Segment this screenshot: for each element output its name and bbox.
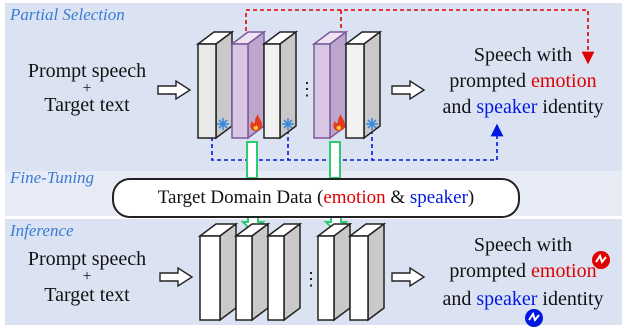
output-speaker-inference: speaker bbox=[476, 288, 538, 310]
finetune-arrow-up-2 bbox=[329, 141, 341, 179]
input-arrow-partial bbox=[157, 79, 192, 101]
fire-icon bbox=[333, 114, 345, 131]
inference-layer-2 bbox=[233, 222, 271, 322]
snowflake-icon bbox=[217, 118, 229, 130]
input-prompt-speech-inference: Prompt speech bbox=[27, 248, 147, 270]
output-arrow-inference bbox=[391, 266, 426, 288]
output-line2-partial: prompted emotion bbox=[428, 70, 618, 92]
speaker-path-arrow bbox=[211, 123, 504, 161]
layer-trainable-1 bbox=[229, 30, 267, 140]
inference-panel bbox=[5, 219, 622, 325]
section-title-partial-selection: Partial Selection bbox=[10, 5, 125, 24]
output-prompted: prompted bbox=[449, 70, 527, 92]
input-target-text-inference: Target text bbox=[44, 284, 130, 306]
output-line1-partial: Speech with bbox=[473, 44, 573, 66]
layer-frozen-3 bbox=[343, 30, 383, 140]
layer-ellipsis-inference: ⋮ bbox=[302, 269, 320, 289]
input-arrow-inference bbox=[159, 266, 194, 288]
input-plus-inference: + bbox=[82, 268, 92, 285]
layer-ellipsis-partial: ⋮ bbox=[298, 79, 316, 99]
domain-amp: & bbox=[390, 187, 406, 208]
emotion-path-arrow bbox=[245, 9, 595, 65]
domain-tail: ) bbox=[467, 187, 475, 208]
target-domain-data-box: Target Domain Data (emotion & speaker) bbox=[112, 178, 520, 218]
section-title-inference: Inference bbox=[10, 221, 74, 240]
output-speaker: speaker bbox=[476, 96, 538, 118]
snowflake-icon bbox=[366, 118, 378, 130]
fire-icon bbox=[250, 114, 262, 131]
finetune-arrow-up-1 bbox=[246, 141, 258, 179]
inference-layer-5 bbox=[347, 222, 387, 322]
layer-frozen-1 bbox=[195, 30, 235, 140]
speaker-badge-icon bbox=[525, 309, 543, 327]
domain-emotion: emotion bbox=[323, 187, 386, 208]
layer-frozen-2 bbox=[261, 30, 299, 140]
snowflake-icon bbox=[282, 118, 294, 130]
output-line2-inference: prompted emotion bbox=[428, 260, 618, 282]
domain-speaker: speaker bbox=[409, 187, 468, 208]
inference-layer-3 bbox=[265, 222, 303, 322]
domain-lead: Target Domain Data ( bbox=[157, 187, 324, 208]
output-emotion: emotion bbox=[531, 70, 597, 92]
emotion-badge-icon bbox=[592, 251, 610, 269]
inference-layer-1 bbox=[197, 222, 239, 322]
output-and-inference: and bbox=[442, 288, 472, 310]
output-prompted-inference: prompted bbox=[449, 260, 527, 282]
output-line3-partial: and speaker identity bbox=[428, 96, 618, 118]
section-title-fine-tuning: Fine-Tuning bbox=[10, 168, 95, 187]
input-prompt-speech-partial: Prompt speech bbox=[27, 60, 147, 82]
inference-layer-4 bbox=[315, 222, 353, 322]
output-identity-inference: identity bbox=[542, 288, 604, 310]
output-arrow-partial bbox=[391, 79, 426, 101]
output-identity: identity bbox=[542, 96, 604, 118]
output-line1-inference: Speech with bbox=[473, 234, 573, 256]
input-target-text-partial: Target text bbox=[44, 94, 130, 116]
input-plus-partial: + bbox=[82, 80, 92, 97]
output-emotion-inference: emotion bbox=[531, 260, 597, 282]
output-line3-inference: and speaker identity bbox=[428, 288, 618, 310]
output-and: and bbox=[442, 96, 472, 118]
